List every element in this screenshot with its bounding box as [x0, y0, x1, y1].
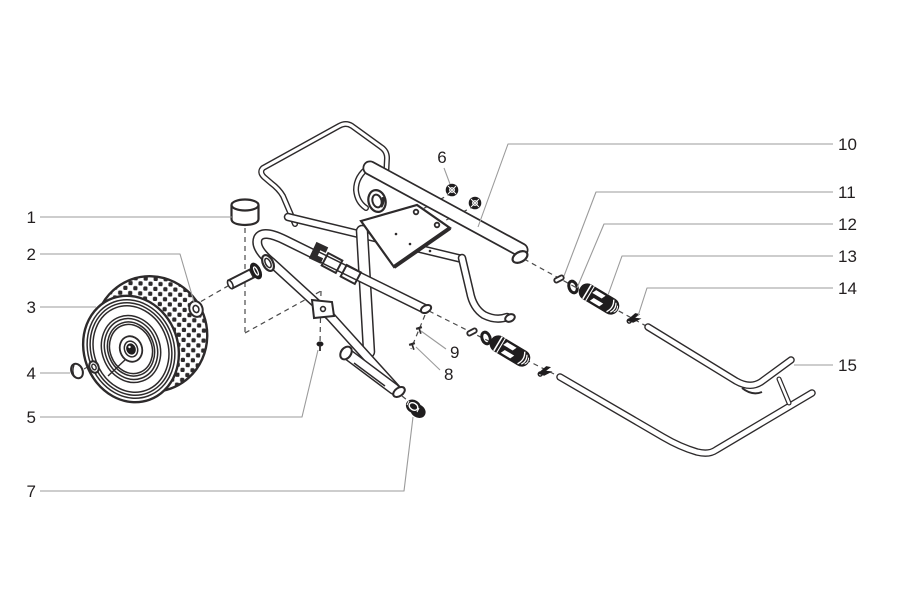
- bracket-hole: [319, 305, 327, 313]
- callout-11: 11: [838, 183, 856, 202]
- callout-leader-13: [607, 255, 833, 296]
- callout-3: 3: [27, 298, 36, 317]
- callout-14: 14: [838, 279, 857, 298]
- handle-boss: [367, 189, 387, 213]
- handle-tube: [353, 160, 529, 264]
- callout-2: 2: [27, 245, 36, 264]
- flange-nut: [468, 196, 482, 210]
- callout-leader-9: [420, 330, 447, 350]
- retainer-clip-upper: [626, 313, 642, 324]
- set-screw-lower: [408, 342, 416, 350]
- callout-15: 15: [838, 356, 857, 375]
- pail-hooks: [320, 251, 363, 286]
- wheel-hub-ring: [123, 340, 139, 358]
- axle-washer: [188, 300, 204, 318]
- callout-5: 5: [27, 408, 36, 427]
- callout-leader-7: [40, 416, 414, 492]
- flange-nuts: [445, 183, 482, 210]
- callout-13: 13: [838, 247, 857, 266]
- grip-upper: [578, 283, 620, 315]
- grip-pin-upper: [553, 274, 565, 284]
- callout-7: 7: [27, 482, 36, 501]
- callout-12: 12: [838, 215, 857, 234]
- callout-leader-11: [563, 191, 833, 277]
- leg-stand: [556, 323, 816, 457]
- j-leg-open-end: [504, 313, 516, 323]
- leg-sleeve: [339, 345, 406, 398]
- handle-open-end: [511, 250, 529, 264]
- callout-leader-14: [637, 287, 833, 317]
- callout-10: 10: [838, 135, 857, 154]
- callout-9: 9: [450, 343, 459, 362]
- grip-lower: [489, 335, 531, 367]
- callout-leader-12: [576, 223, 833, 289]
- rail-open-end: [419, 303, 433, 315]
- o-ring-lower: [480, 330, 492, 346]
- callout-leader-2: [40, 253, 195, 303]
- callout-6: 6: [437, 148, 446, 167]
- axle: [226, 262, 263, 290]
- wheel-valve-line: [107, 358, 127, 377]
- callout-leader-8: [415, 346, 441, 371]
- wheel-hub-highlight: [128, 345, 131, 349]
- callout-leader-5: [40, 349, 319, 418]
- plate-hole: [433, 221, 441, 229]
- flange-nut: [445, 183, 459, 197]
- plate-hole: [412, 208, 420, 216]
- top-handle-hoop: [258, 121, 390, 227]
- plate-dot: [428, 249, 432, 253]
- front-leg: [355, 224, 376, 359]
- upper-grip-axis-dash: [523, 258, 649, 328]
- callout-1: 1: [27, 208, 36, 227]
- cart-frame: [252, 121, 516, 398]
- plate-dot: [394, 232, 398, 236]
- j-leg-tube: [457, 253, 516, 323]
- hub-washer: [88, 360, 100, 374]
- wheel: [81, 275, 209, 404]
- set-screw-upper: [415, 326, 423, 334]
- foot-cap: [405, 399, 426, 418]
- foot-open-end: [392, 386, 406, 398]
- mounting-plate: [359, 203, 452, 269]
- callout-8: 8: [444, 365, 453, 384]
- pail-clip: [308, 241, 329, 264]
- plate-dot: [408, 242, 412, 246]
- o-ring-upper: [567, 279, 579, 295]
- retainer-clip-lower: [537, 366, 553, 377]
- axle-cap-nut: [70, 362, 84, 380]
- callout-4: 4: [27, 364, 36, 383]
- lock-bolt: [316, 341, 324, 351]
- callout-leader-6: [443, 167, 451, 185]
- axle-bracket: [310, 298, 336, 320]
- grip-pin-lower: [466, 327, 478, 337]
- callout-leader-10: [477, 143, 833, 228]
- axle-cap: [230, 198, 260, 227]
- axle-boss: [261, 253, 275, 273]
